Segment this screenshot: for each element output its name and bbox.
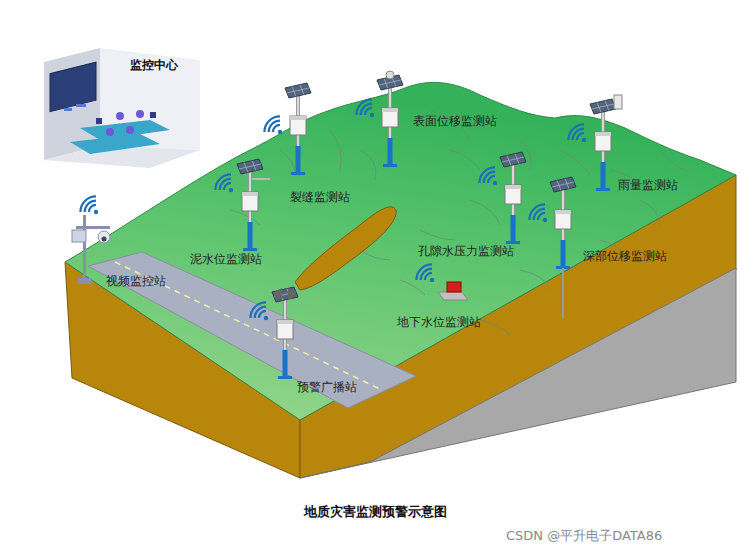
- room-title: 监控中心: [130, 58, 178, 72]
- station-label: 孔隙水压力监测站: [418, 244, 514, 258]
- station-label: 深部位移监测站: [583, 249, 667, 263]
- video-camera: [72, 193, 110, 284]
- station-label: 表面位移监测站: [413, 114, 497, 128]
- station-label: 地下水位监测站: [397, 315, 481, 329]
- figure-caption: 地质灾害监测预警示意图: [304, 503, 447, 521]
- station-label: 裂缝监测站: [290, 190, 350, 204]
- monitor-room: [44, 48, 200, 168]
- station-label: 视频监控站: [106, 274, 166, 288]
- station-label: 预警广播站: [297, 380, 357, 394]
- station-icons: [212, 71, 622, 379]
- station-label: 雨量监测站: [618, 178, 678, 192]
- station-label: 泥水位监测站: [190, 252, 262, 266]
- watermark: CSDN @平升电子DATA86: [506, 528, 662, 544]
